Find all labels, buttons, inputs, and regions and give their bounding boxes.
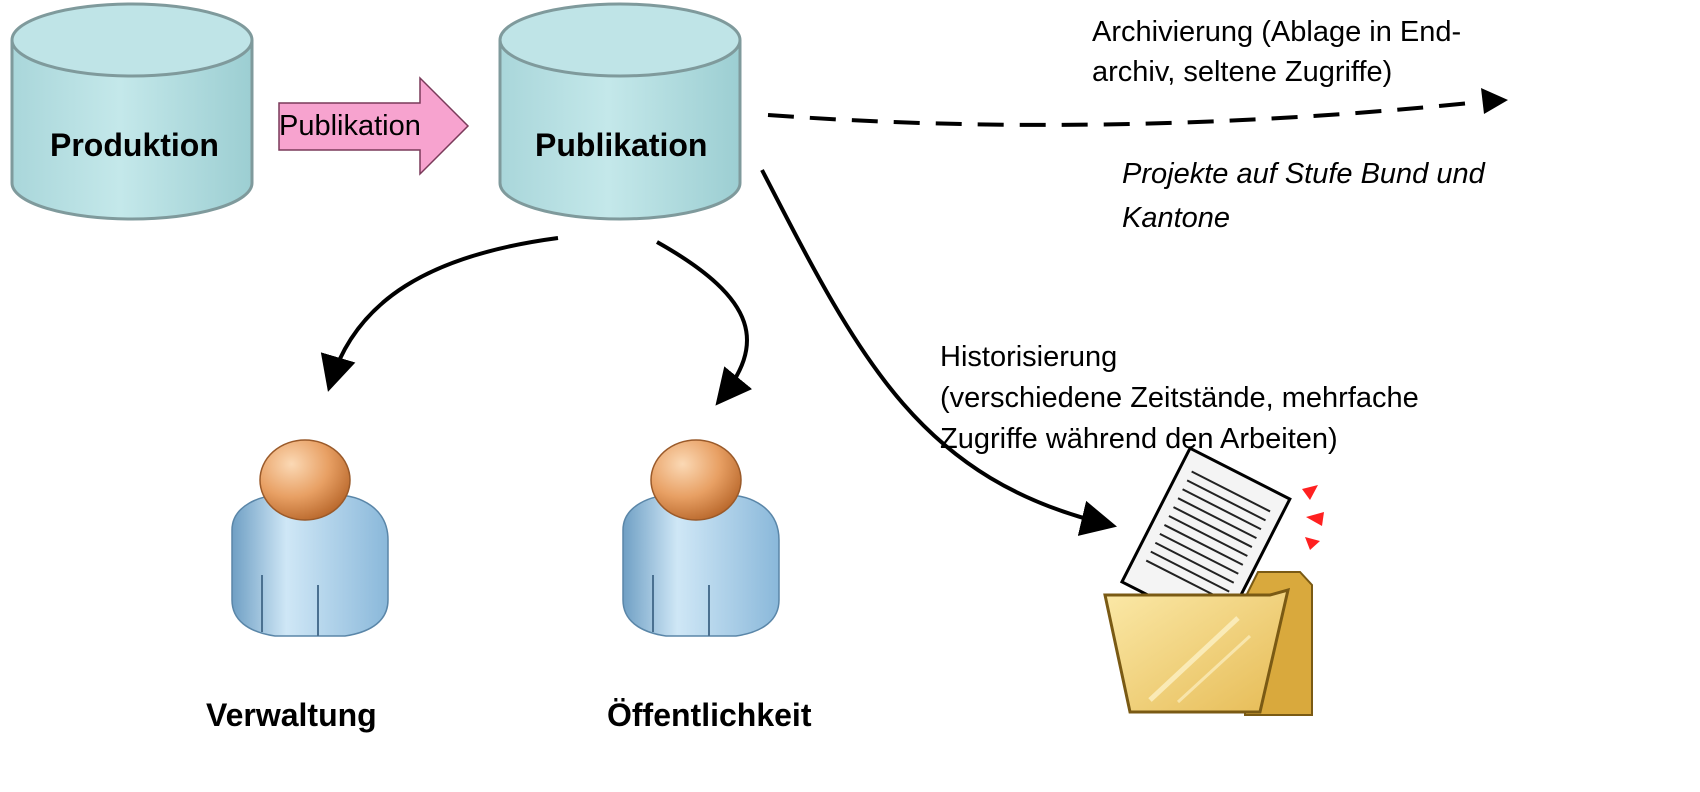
publikation-db-label: Publikation [535,127,708,163]
projekte-line1: Projekte auf Stufe Bund und [1122,158,1485,190]
archivierung-dashed-arrow [767,100,1481,127]
verwaltung-person-icon [231,439,389,637]
historisierung-line3: Zugriffe während den Arbeiten) [940,423,1338,455]
publikation-database-icon [498,2,742,221]
produktion-label: Produktion [50,127,219,163]
oeffentlichkeit-label: Öffentlichkeit [607,697,812,733]
produktion-database-icon [10,2,254,221]
arrow-to-oeffentlichkeit [656,240,753,406]
publikation-block-arrow [278,76,470,176]
folder-document-icon [1103,446,1324,716]
historisierung-line2: (verschiedene Zeitstände, mehrfache [940,382,1419,414]
arrow-to-historisierung [760,169,1118,536]
publikation-arrow-label: Publikation [279,110,421,142]
arrow-to-verwaltung [320,236,559,392]
archivierung-arrowhead [1481,88,1508,114]
archivierung-line1: Archivierung (Ablage in End- [1092,16,1462,48]
projekte-line2: Kantone [1122,202,1231,234]
archivierung-line2: archiv, seltene Zugriffe) [1092,56,1393,88]
verwaltung-label: Verwaltung [206,697,377,733]
historisierung-line1: Historisierung [940,341,1118,373]
oeffentlichkeit-person-icon [622,439,780,637]
